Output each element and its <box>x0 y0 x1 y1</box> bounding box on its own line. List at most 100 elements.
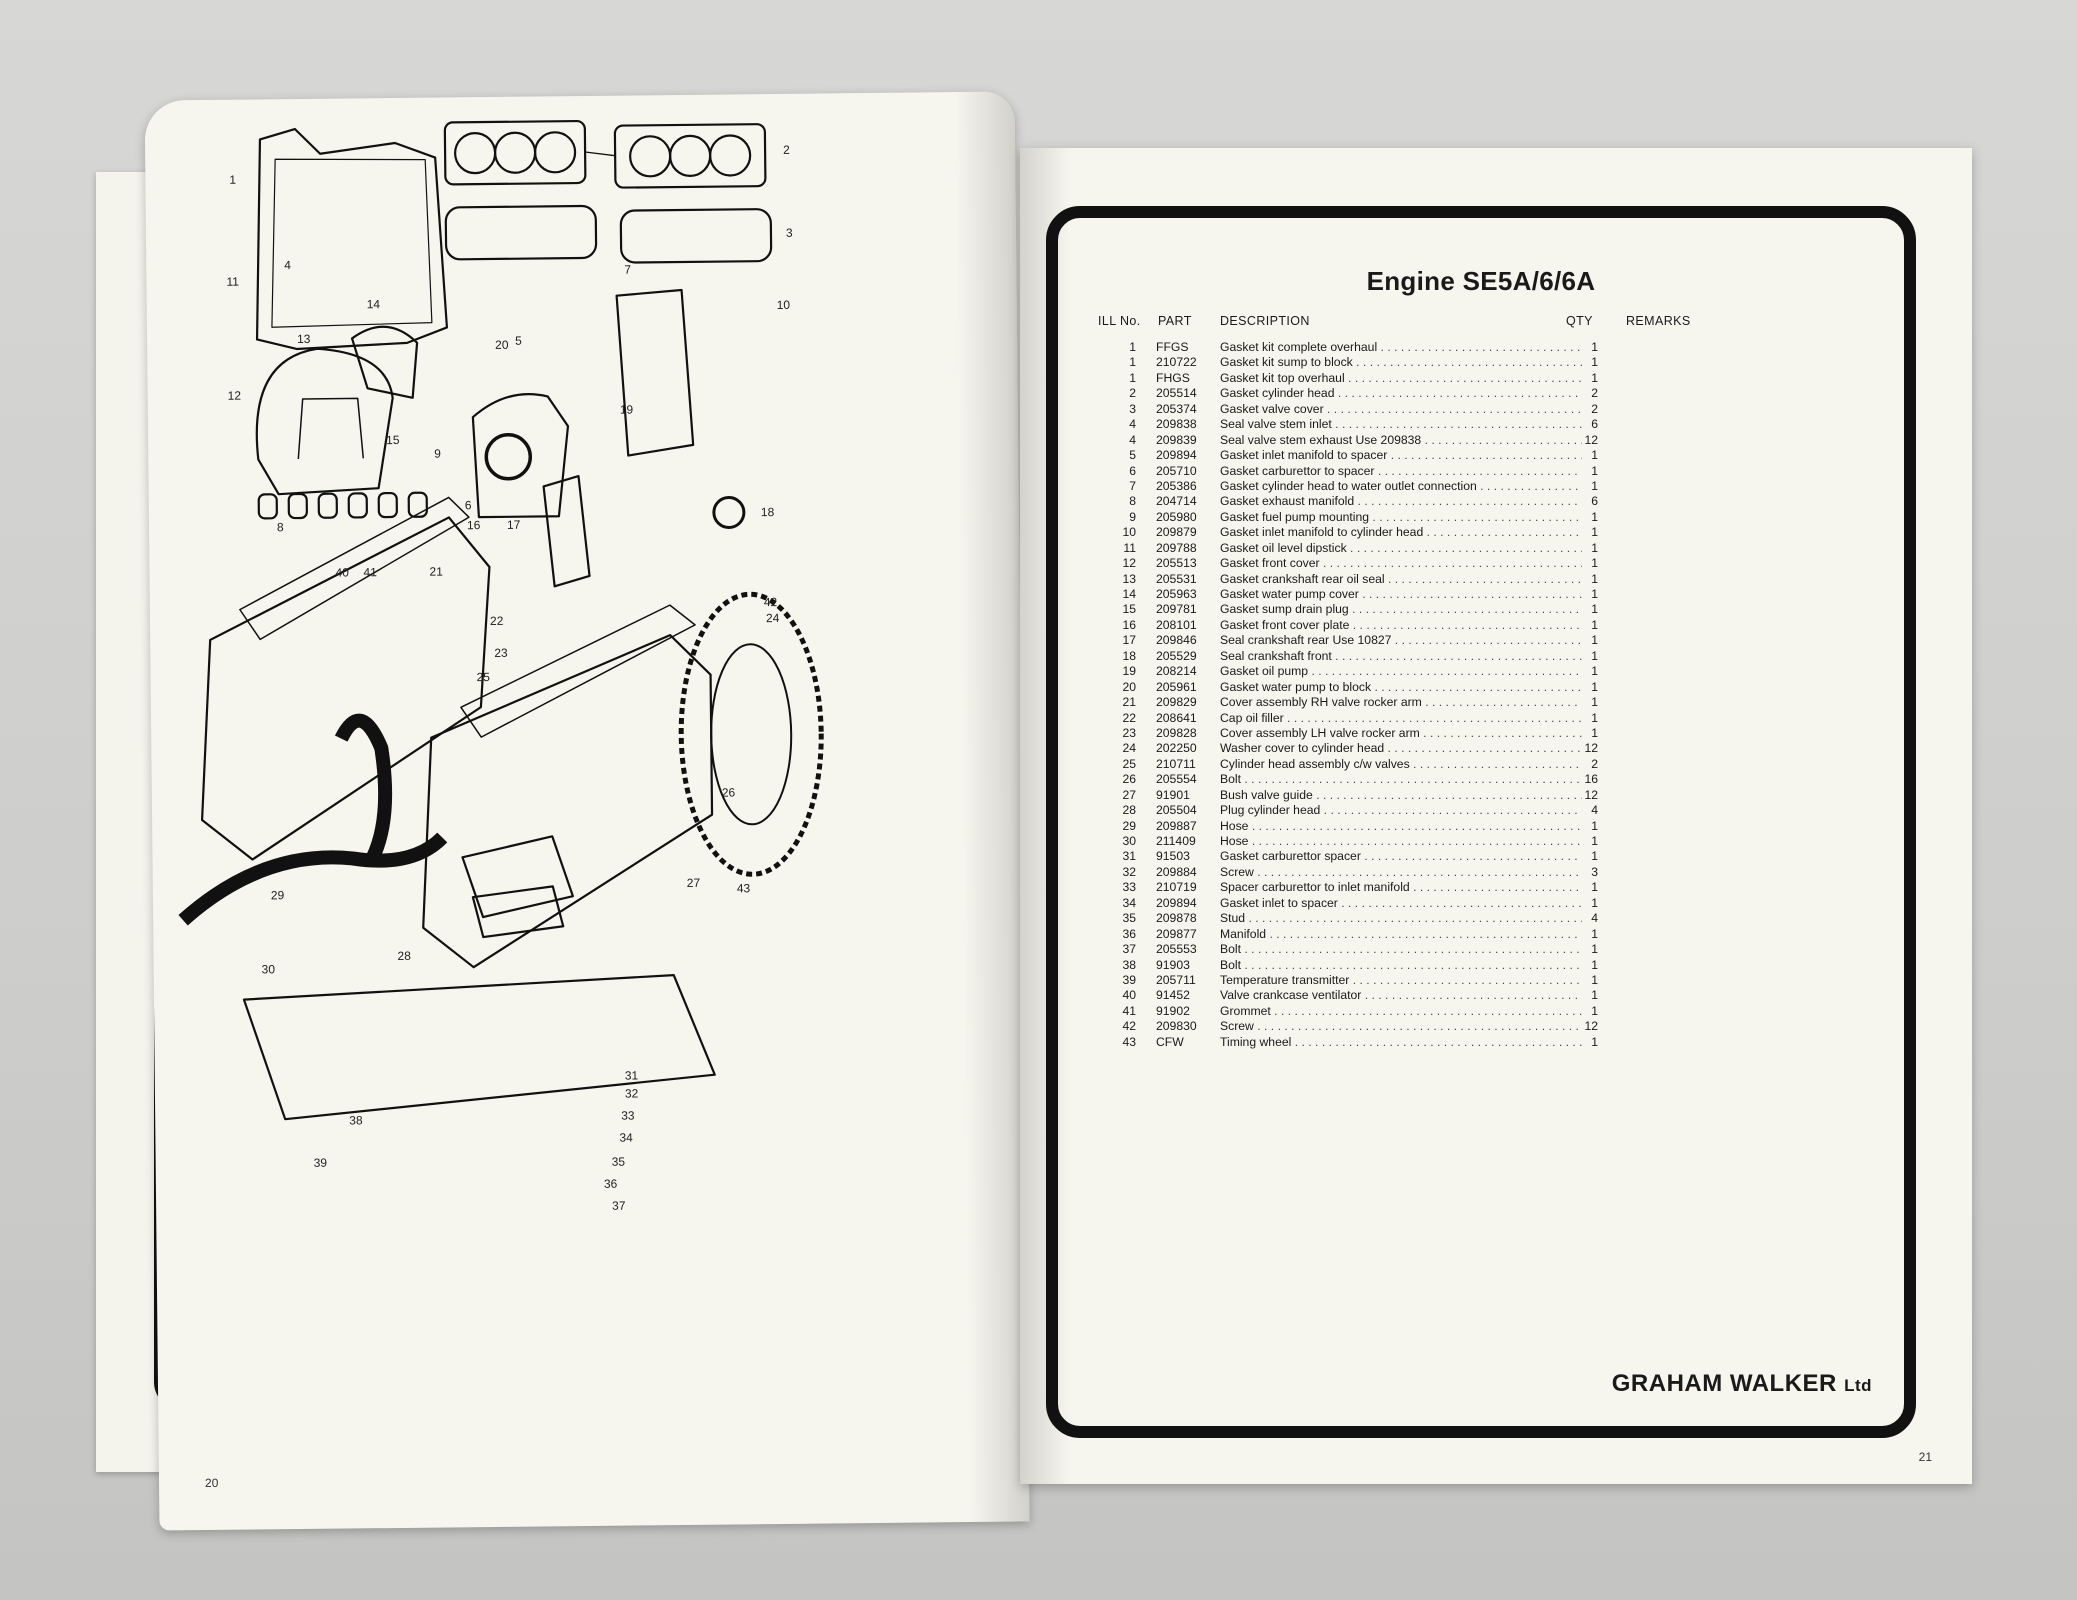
description-cell: Gasket exhaust manifold <box>1220 494 1582 509</box>
callout-27: 27 <box>687 876 701 890</box>
header-description: DESCRIPTION <box>1220 314 1310 328</box>
ill-cell: 6 <box>1129 463 1136 478</box>
description-cell: Gasket crankshaft rear oil seal <box>1220 572 1582 587</box>
ill-cell: 25 <box>1122 756 1136 771</box>
qty-cell: 1 <box>1591 1003 1598 1018</box>
hose-30 <box>178 832 448 926</box>
description-cell: Cylinder head assembly c/w valves <box>1220 757 1582 772</box>
callout-2: 2 <box>783 143 790 157</box>
callout-32: 32 <box>625 1086 639 1100</box>
qty-cell: 1 <box>1591 556 1598 571</box>
part-cell: 208101 <box>1156 617 1197 632</box>
description-cell: Gasket cylinder head to water outlet con… <box>1220 479 1582 494</box>
callout-25: 25 <box>477 670 491 684</box>
qty-cell: 1 <box>1591 478 1598 493</box>
callout-35: 35 <box>612 1155 626 1169</box>
qty-cell: 1 <box>1591 849 1598 864</box>
qty-cell: 16 <box>1584 772 1598 787</box>
front-cover-gasket <box>255 347 394 496</box>
description-cell: Gasket inlet manifold to cylinder head <box>1220 525 1582 540</box>
qty-cell: 1 <box>1591 525 1598 540</box>
callout-28: 28 <box>397 949 411 963</box>
description-cell: Temperature transmitter <box>1220 973 1582 988</box>
part-cell: 209830 <box>1156 1019 1197 1034</box>
ill-cell: 37 <box>1122 942 1136 957</box>
description-cell: Gasket front cover plate <box>1220 618 1582 633</box>
qty-cell: 4 <box>1591 803 1598 818</box>
ill-cell: 11 <box>1123 540 1136 555</box>
ill-cell: 2 <box>1129 386 1136 401</box>
qty-cell: 6 <box>1591 494 1598 509</box>
qty-cell: 1 <box>1591 942 1598 957</box>
description-cell: Hose <box>1220 834 1582 849</box>
ill-cell: 29 <box>1122 818 1136 833</box>
table-row: 32209884Screw3 <box>1098 865 1838 880</box>
description-cell: Grommet <box>1220 1004 1582 1019</box>
oil-filler-cap <box>542 474 591 588</box>
description-cell: Gasket cylinder head <box>1220 386 1582 401</box>
qty-cell: 1 <box>1591 988 1598 1003</box>
part-cell: 209884 <box>1156 864 1197 879</box>
intake-manifold <box>242 974 716 1121</box>
ill-cell: 5 <box>1129 448 1136 463</box>
table-row: 26205554Bolt16 <box>1098 772 1838 787</box>
qty-cell: 1 <box>1591 370 1598 385</box>
page-title: Engine SE5A/6/6A <box>1366 266 1596 296</box>
callout-12: 12 <box>228 389 242 403</box>
description-cell: Gasket kit top overhaul <box>1220 371 1582 386</box>
description-cell: Gasket oil level dipstick <box>1220 541 1582 556</box>
qty-cell: 1 <box>1591 818 1598 833</box>
description-cell: Gasket carburettor spacer <box>1220 849 1582 864</box>
callout-37: 37 <box>612 1199 626 1213</box>
qty-cell: 1 <box>1591 957 1598 972</box>
callout-7: 7 <box>624 263 631 277</box>
callout-15: 15 <box>386 433 400 447</box>
callout-43: 43 <box>737 881 751 895</box>
description-cell: Gasket carburettor to spacer <box>1220 464 1582 479</box>
header-remarks: REMARKS <box>1626 314 1691 328</box>
description-cell: Gasket oil pump <box>1220 664 1582 679</box>
part-cell: 209878 <box>1156 911 1197 926</box>
ill-cell: 34 <box>1122 895 1136 910</box>
ill-cell: 39 <box>1122 972 1136 987</box>
ill-cell: 26 <box>1122 772 1136 787</box>
description-cell: Cover assembly RH valve rocker arm <box>1220 695 1582 710</box>
header-qty: QTY <box>1566 314 1593 328</box>
ill-cell: 13 <box>1122 571 1136 586</box>
part-cell: 208214 <box>1156 664 1197 679</box>
part-cell: 209828 <box>1156 725 1197 740</box>
ill-cell: 41 <box>1122 1003 1136 1018</box>
qty-cell: 1 <box>1591 617 1598 632</box>
part-cell: 211409 <box>1156 834 1196 848</box>
qty-cell: 1 <box>1591 587 1598 601</box>
ill-cell: 4 <box>1129 417 1136 432</box>
part-cell: 202250 <box>1156 741 1197 756</box>
callout-29: 29 <box>271 888 285 902</box>
part-cell: 209829 <box>1156 695 1197 710</box>
qty-cell: 1 <box>1591 509 1598 524</box>
part-cell: 205513 <box>1156 556 1197 571</box>
qty-cell: 2 <box>1591 386 1598 401</box>
ill-cell: 38 <box>1122 957 1136 972</box>
description-cell: Gasket inlet manifold to spacer <box>1220 448 1582 463</box>
qty-cell: 1 <box>1591 633 1598 648</box>
qty-cell: 1 <box>1591 834 1598 848</box>
ill-cell: 43 <box>1122 1034 1136 1049</box>
header-ill-no: ILL No. <box>1098 314 1141 328</box>
description-cell: Seal valve stem exhaust Use 209838 <box>1220 433 1582 448</box>
description-cell: Seal crankshaft rear Use 10827 <box>1220 633 1582 648</box>
crankshaft-front-seal <box>712 495 746 529</box>
qty-cell: 1 <box>1591 463 1598 478</box>
inlet-manifold-gasket <box>615 288 695 457</box>
timing-wheel <box>678 591 824 877</box>
ill-cell: 40 <box>1122 988 1136 1003</box>
qty-cell: 1 <box>1591 926 1598 941</box>
qty-cell: 1 <box>1591 448 1598 463</box>
